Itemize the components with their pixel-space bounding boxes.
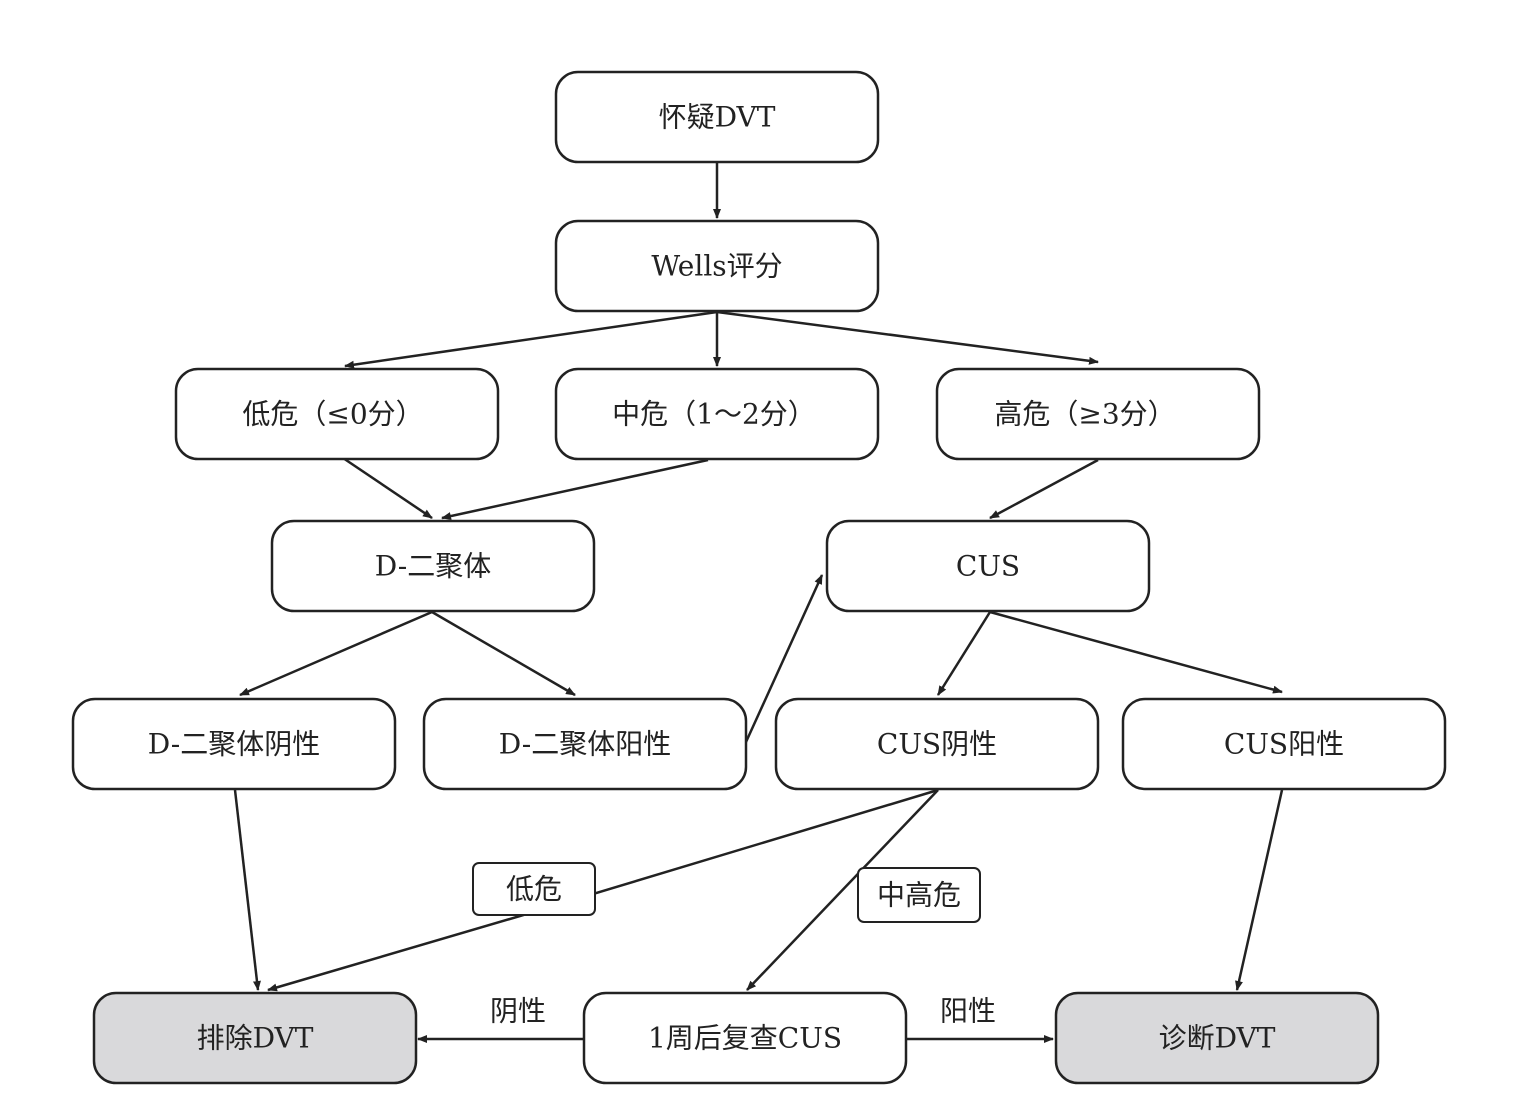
node-cus-negative-box	[774, 697, 1100, 791]
node-exclude-dvt-label: 排除DVT	[197, 1022, 314, 1055]
node-d-dimer-negative-label: D-二聚体阴性	[148, 728, 320, 761]
node-d-dimer-box	[270, 519, 596, 613]
edge-high-cus	[989, 458, 1099, 520]
edge-label-mid-high-risk-text: 中高危	[877, 879, 961, 912]
edge-wells-low	[344, 310, 718, 369]
node-cus-negative: CUS阴性	[774, 697, 1100, 791]
node-cus-box	[825, 519, 1151, 613]
node-d-dimer-negative-box	[71, 697, 397, 791]
edge-low-ddimer	[342, 456, 433, 520]
edge-ddimer-neg	[239, 610, 433, 697]
node-mid-risk: 中危（1～2分）	[554, 367, 880, 461]
edge-label-positive: 阳性	[940, 995, 996, 1028]
node-exclude-dvt: 排除DVT	[92, 991, 418, 1085]
node-recheck-cus-box	[582, 991, 908, 1085]
node-d-dimer-positive-box	[422, 697, 748, 791]
node-diagnose-dvt-box	[1054, 991, 1380, 1085]
node-cus: CUS	[825, 519, 1151, 613]
edge-cuspos-diagnose	[1235, 789, 1284, 991]
node-suspect-dvt-box	[554, 70, 880, 164]
node-exclude-dvt-box	[92, 991, 418, 1085]
edge-mid-ddimer	[441, 458, 709, 520]
edge-label-mid-high-risk: 中高危	[857, 867, 981, 923]
node-diagnose-dvt: 诊断DVT	[1054, 991, 1380, 1085]
node-suspect-dvt-label: 怀疑DVT	[659, 101, 776, 134]
node-mid-risk-label: 中危（1～2分）	[612, 398, 816, 431]
node-d-dimer-positive: D-二聚体阳性	[422, 697, 748, 791]
edge-label-low-risk-text: 低危	[506, 873, 562, 906]
node-wells-score: Wells评分	[554, 219, 880, 313]
node-high-risk-box	[935, 367, 1261, 461]
edge-cus-pos	[989, 610, 1283, 694]
node-d-dimer: D-二聚体	[270, 519, 596, 613]
edge-cusneg-recheck	[746, 789, 939, 991]
node-d-dimer-positive-label: D-二聚体阳性	[499, 728, 671, 761]
node-cus-label: CUS	[956, 550, 1020, 583]
edge-label-mid-high-risk-box	[857, 867, 981, 923]
node-mid-risk-box	[554, 367, 880, 461]
edge-wells-high	[716, 310, 1099, 365]
node-low-risk: 低危（≤0分）	[174, 367, 500, 461]
edge-label-low-risk-box	[472, 862, 596, 916]
node-recheck-cus-label: 1周后复查CUS	[648, 1022, 842, 1055]
node-wells-score-box	[554, 219, 880, 313]
node-low-risk-label: 低危（≤0分）	[242, 398, 423, 431]
node-cus-negative-label: CUS阴性	[877, 728, 997, 761]
node-low-risk-box	[174, 367, 500, 461]
node-cus-positive-label: CUS阳性	[1224, 728, 1344, 761]
node-wells-score-label: Wells评分	[651, 250, 782, 283]
edge-ddimer-pos	[431, 610, 576, 697]
node-diagnose-dvt-label: 诊断DVT	[1159, 1022, 1276, 1055]
edge-label-negative: 阴性	[490, 995, 546, 1028]
node-high-risk-label: 高危（≥3分）	[994, 398, 1175, 431]
edge-label-low-risk: 低危	[472, 862, 596, 916]
node-suspect-dvt: 怀疑DVT	[554, 70, 880, 164]
edge-cusneg-exclude-low	[267, 788, 939, 992]
edge-ddimerneg-exclude	[233, 789, 261, 991]
node-recheck-cus: 1周后复查CUS	[582, 991, 908, 1085]
node-d-dimer-negative: D-二聚体阴性	[71, 697, 397, 791]
node-d-dimer-label: D-二聚体	[375, 550, 491, 583]
edge-cus-neg	[936, 611, 992, 696]
edge-ddimerpos-cus	[744, 574, 824, 743]
node-cus-positive: CUS阳性	[1121, 697, 1447, 791]
node-cus-positive-box	[1121, 697, 1447, 791]
node-high-risk: 高危（≥3分）	[935, 367, 1261, 461]
